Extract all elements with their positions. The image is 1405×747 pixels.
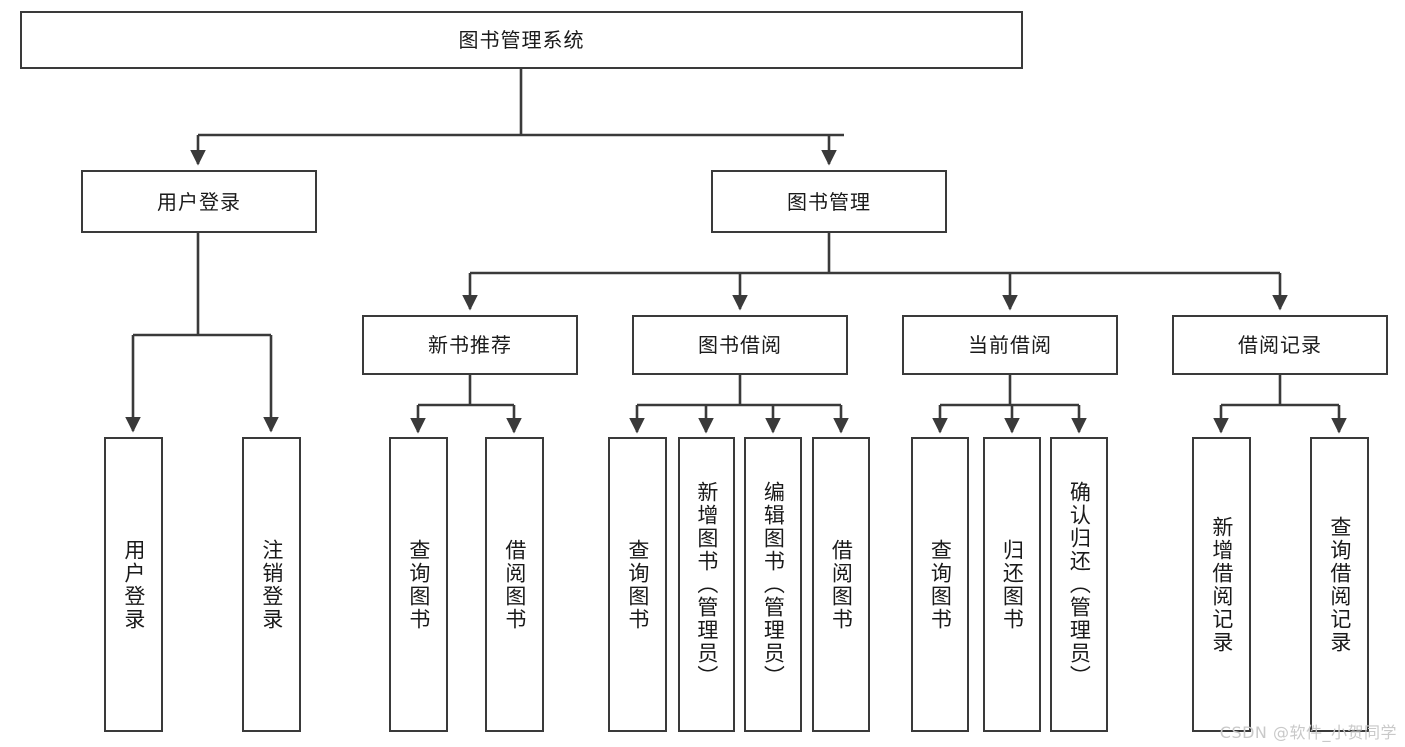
node-leaf-add-borrow-record[interactable]: 新增借阅记录	[1192, 437, 1251, 732]
node-leaf-query-book-2[interactable]: 查询图书	[608, 437, 667, 732]
node-book-manage[interactable]: 图书管理	[711, 170, 947, 233]
node-new-book-recommend[interactable]: 新书推荐	[362, 315, 578, 375]
node-leaf-user-logout[interactable]: 注销登录	[242, 437, 301, 732]
node-leaf-query-book-1[interactable]: 查询图书	[389, 437, 448, 732]
node-leaf-user-login[interactable]: 用户登录	[104, 437, 163, 732]
node-leaf-borrow-book-2[interactable]: 借阅图书	[812, 437, 870, 732]
node-book-borrow[interactable]: 图书借阅	[632, 315, 848, 375]
node-leaf-confirm-return[interactable]: 确认归还（管理员）	[1050, 437, 1108, 732]
node-leaf-query-book-3[interactable]: 查询图书	[911, 437, 969, 732]
node-leaf-add-book[interactable]: 新增图书（管理员）	[678, 437, 735, 732]
node-leaf-borrow-book-1[interactable]: 借阅图书	[485, 437, 544, 732]
node-leaf-return-book[interactable]: 归还图书	[983, 437, 1041, 732]
node-leaf-edit-book[interactable]: 编辑图书（管理员）	[744, 437, 802, 732]
node-current-borrow[interactable]: 当前借阅	[902, 315, 1118, 375]
csdn-watermark: CSDN @软件_小贺同学	[1219, 723, 1397, 742]
node-root[interactable]: 图书管理系统	[20, 11, 1023, 69]
node-borrow-record[interactable]: 借阅记录	[1172, 315, 1388, 375]
node-user-login[interactable]: 用户登录	[81, 170, 317, 233]
node-leaf-query-borrow-record[interactable]: 查询借阅记录	[1310, 437, 1369, 732]
